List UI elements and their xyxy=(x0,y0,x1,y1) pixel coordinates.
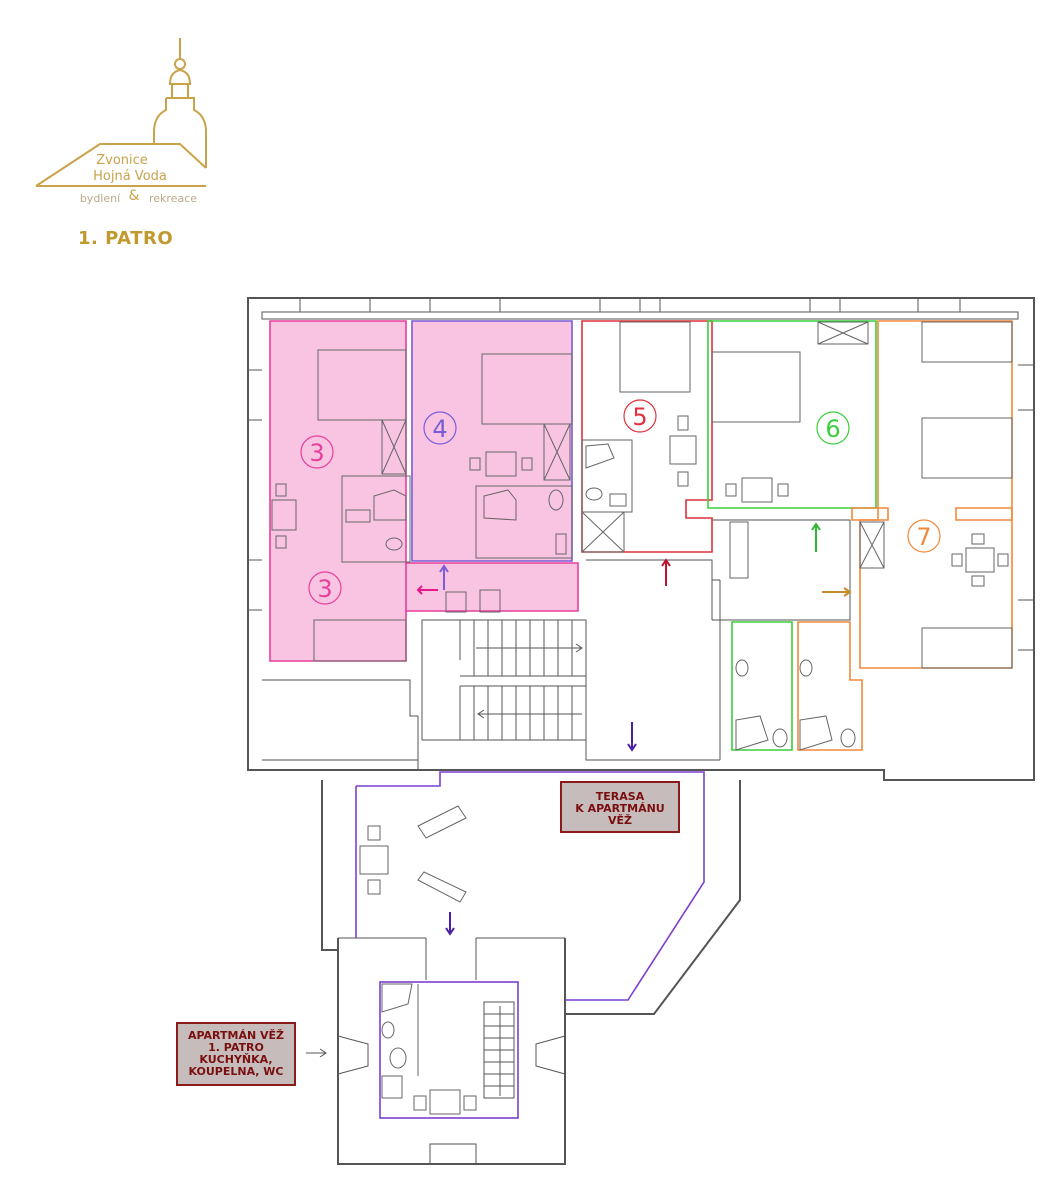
room-4-label: 4 xyxy=(432,415,447,443)
logo-line1: Zvonice xyxy=(96,153,148,168)
vez-line-2: 1. PATRO xyxy=(208,1041,264,1054)
terasa-line-1: TERASA xyxy=(595,790,645,803)
terasa-line-2: K APARTMÁNU xyxy=(575,802,665,815)
logo-tagline-right: rekreace xyxy=(149,192,197,205)
room-6-label: 6 xyxy=(825,415,840,443)
terasa-line-3: VĚŽ xyxy=(607,814,632,827)
apartment-3-4-fill xyxy=(270,321,578,661)
room-3-label: 3 xyxy=(309,439,324,467)
vez-line-4: KOUPELNA, WC xyxy=(188,1065,284,1078)
building-walls xyxy=(247,297,1035,1165)
room-5-label: 5 xyxy=(632,403,647,431)
vez-line-3: KUCHYŇKA, xyxy=(199,1053,273,1066)
direction-arrows xyxy=(416,522,852,936)
logo-line2: Hojná Voda xyxy=(93,169,167,184)
floor-title: 1. PATRO xyxy=(78,228,174,249)
logo-tagline-left: bydlení xyxy=(80,192,121,205)
vez-callout: APARTMÁN VĚŽ 1. PATRO KUCHYŇKA, KOUPELNA… xyxy=(176,1022,296,1086)
room-3b-label: 3 xyxy=(317,575,332,603)
vez-line-1: APARTMÁN VĚŽ xyxy=(187,1029,285,1042)
terasa-callout: TERASA K APARTMÁNU VĚŽ xyxy=(560,781,680,833)
furniture xyxy=(271,321,1013,1115)
zvonice-logo: Zvonice Hojná Voda bydlení & rekreace xyxy=(35,38,207,205)
room-7-label: 7 xyxy=(916,523,931,551)
apartment-outlines xyxy=(269,320,1013,1119)
logo-ampersand: & xyxy=(129,188,140,204)
